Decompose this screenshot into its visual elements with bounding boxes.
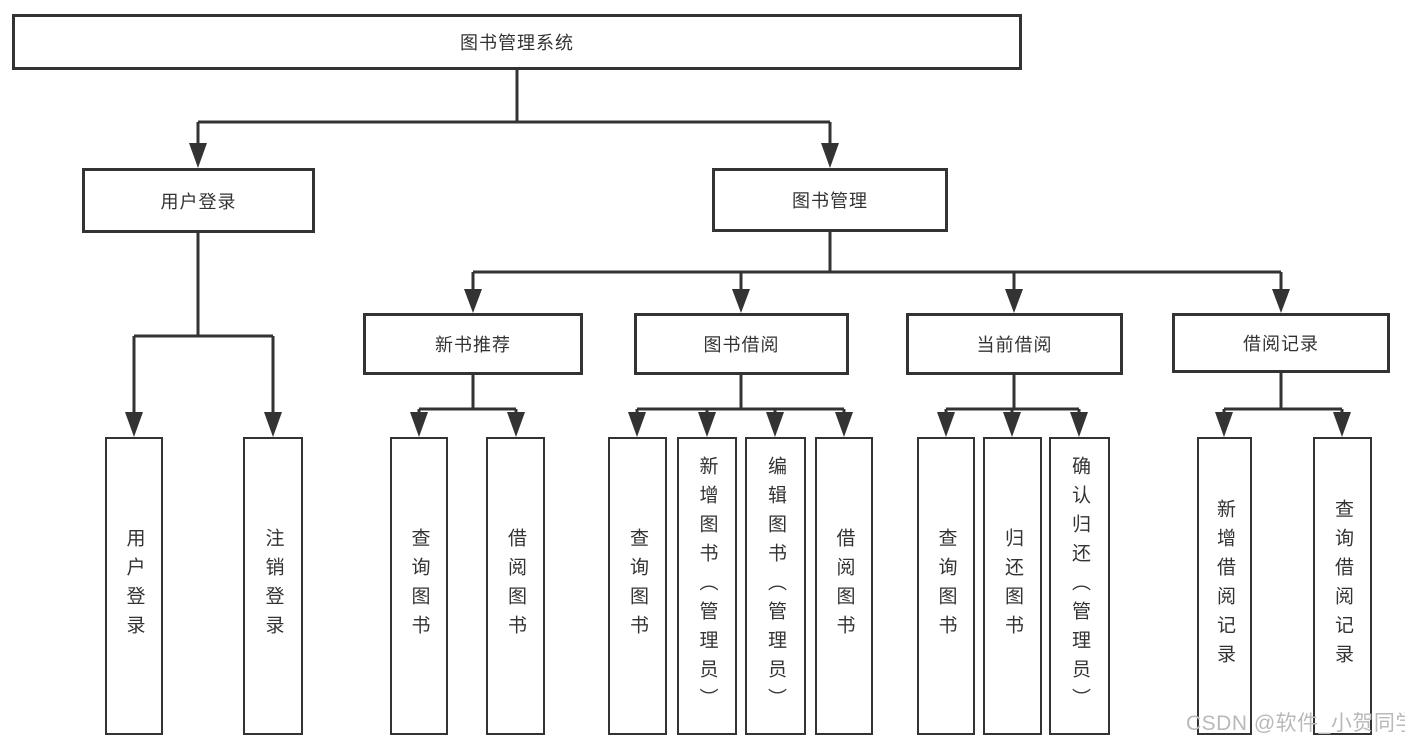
node-borrowing-records: 借阅记录	[1172, 313, 1390, 373]
node-label: 图书借阅	[703, 335, 780, 355]
leaf-label: 查询图书	[935, 528, 957, 644]
leaf-label: 查询图书	[627, 528, 648, 644]
connector-current-borrowing-children	[944, 375, 1081, 415]
node-label: 用户登录	[160, 191, 237, 212]
node-label: 图书管理系统	[460, 33, 574, 53]
leaf-label: 注销登录	[262, 528, 284, 644]
leaf-label: 用户登录	[123, 528, 145, 644]
leaf-label: 查询借阅记录	[1332, 499, 1353, 673]
connector-new-book-children	[417, 375, 518, 415]
leaf-bb-add-books-admin: 新增图书（管理员）	[677, 437, 737, 735]
watermark-csdn: CSDN @软件_小贺同学	[1186, 712, 1405, 735]
leaf-label: 归还图书	[1002, 528, 1023, 644]
leaf-label: 借阅图书	[833, 528, 855, 644]
leaf-label: 查询图书	[408, 528, 430, 644]
leaf-label: 新增图书（管理员）	[696, 455, 718, 717]
node-current-borrowing: 当前借阅	[906, 313, 1123, 375]
connector-book-borrowing-children	[635, 375, 846, 415]
leaf-label: 借阅图书	[505, 528, 526, 644]
connector-book-management-children	[471, 232, 1283, 292]
node-user-login: 用户登录	[82, 168, 315, 233]
node-label: 新书推荐	[435, 335, 511, 355]
node-library-management-system: 图书管理系统	[12, 14, 1022, 70]
leaf-nb-borrow-books: 借阅图书	[486, 437, 545, 735]
leaf-label: 编辑图书（管理员）	[765, 455, 786, 717]
node-label: 借阅记录	[1243, 334, 1319, 354]
arrowheads	[125, 143, 1351, 437]
node-book-management: 图书管理	[712, 168, 948, 232]
connector-borrowing-records-children	[1222, 373, 1344, 415]
node-new-book-recommendation: 新书推荐	[363, 313, 583, 375]
leaf-cb-query-books: 查询图书	[917, 437, 975, 735]
connector-root-to-level2	[196, 70, 832, 146]
leaf-bb-query-books: 查询图书	[608, 437, 667, 735]
leaf-bb-borrow-books: 借阅图书	[815, 437, 873, 735]
leaf-br-add-borrow-record: 新增借阅记录	[1197, 437, 1252, 735]
leaf-br-query-borrow-record: 查询借阅记录	[1313, 437, 1372, 735]
connector-user-login-children	[132, 233, 275, 415]
node-book-borrowing: 图书借阅	[634, 313, 849, 375]
leaf-logout-login: 注销登录	[243, 437, 303, 735]
leaf-cb-return-books: 归还图书	[983, 437, 1042, 735]
leaf-bb-edit-books-admin: 编辑图书（管理员）	[745, 437, 806, 735]
node-label: 当前借阅	[976, 335, 1053, 355]
node-label: 图书管理	[792, 191, 868, 211]
leaf-label: 确认归还（管理员）	[1069, 455, 1090, 717]
leaf-cb-confirm-return-admin: 确认归还（管理员）	[1049, 437, 1110, 735]
leaf-label: 新增借阅记录	[1214, 499, 1235, 673]
leaf-nb-query-books: 查询图书	[390, 437, 448, 735]
leaf-user-login: 用户登录	[105, 437, 163, 735]
